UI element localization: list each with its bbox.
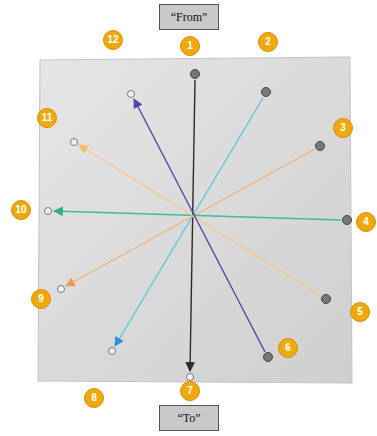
callout-number: 8 bbox=[91, 393, 97, 403]
callout-number: 7 bbox=[187, 386, 193, 396]
start-point bbox=[262, 88, 271, 97]
callout-number: 2 bbox=[265, 37, 271, 47]
callout-circle: 8 bbox=[84, 388, 104, 408]
start-point bbox=[343, 216, 352, 225]
callout-number: 10 bbox=[15, 205, 26, 215]
direction-line bbox=[115, 98, 263, 346]
box-label: “From” bbox=[171, 10, 208, 24]
callout-circle: 4 bbox=[356, 212, 376, 232]
direction-line bbox=[134, 99, 265, 352]
callout-number: 1 bbox=[187, 41, 193, 51]
callout-circle: 12 bbox=[103, 30, 123, 50]
callout-circle: 5 bbox=[350, 302, 370, 322]
callout-number: 11 bbox=[42, 113, 53, 123]
callout-circle: 7 bbox=[180, 381, 200, 401]
start-point bbox=[316, 142, 325, 151]
end-point bbox=[71, 139, 78, 146]
callout-number: 9 bbox=[38, 294, 44, 304]
end-point bbox=[187, 374, 194, 381]
label-box: “From” bbox=[159, 4, 219, 30]
callout-circle: 10 bbox=[11, 200, 31, 220]
end-point bbox=[58, 286, 65, 293]
direction-line bbox=[79, 145, 321, 296]
callout-number: 5 bbox=[357, 307, 363, 317]
end-point bbox=[109, 348, 116, 355]
box-label: “To” bbox=[177, 411, 200, 425]
callout-circle: 2 bbox=[258, 32, 278, 52]
callout-number: 4 bbox=[363, 217, 369, 227]
sheet bbox=[38, 57, 352, 383]
direction-line bbox=[190, 80, 195, 371]
callout-number: 6 bbox=[285, 343, 291, 353]
callout-circle: 9 bbox=[31, 289, 51, 309]
callout-circle: 6 bbox=[278, 338, 298, 358]
end-point bbox=[128, 91, 135, 98]
start-point bbox=[322, 295, 331, 304]
label-box: “To” bbox=[159, 405, 219, 431]
start-point bbox=[264, 353, 273, 362]
start-point bbox=[191, 70, 200, 79]
callout-number: 12 bbox=[107, 35, 118, 45]
end-point bbox=[45, 208, 52, 215]
callout-circle: 1 bbox=[180, 36, 200, 56]
callout-number: 3 bbox=[340, 123, 346, 133]
callout-circle: 11 bbox=[37, 108, 57, 128]
callout-circle: 3 bbox=[333, 118, 353, 138]
